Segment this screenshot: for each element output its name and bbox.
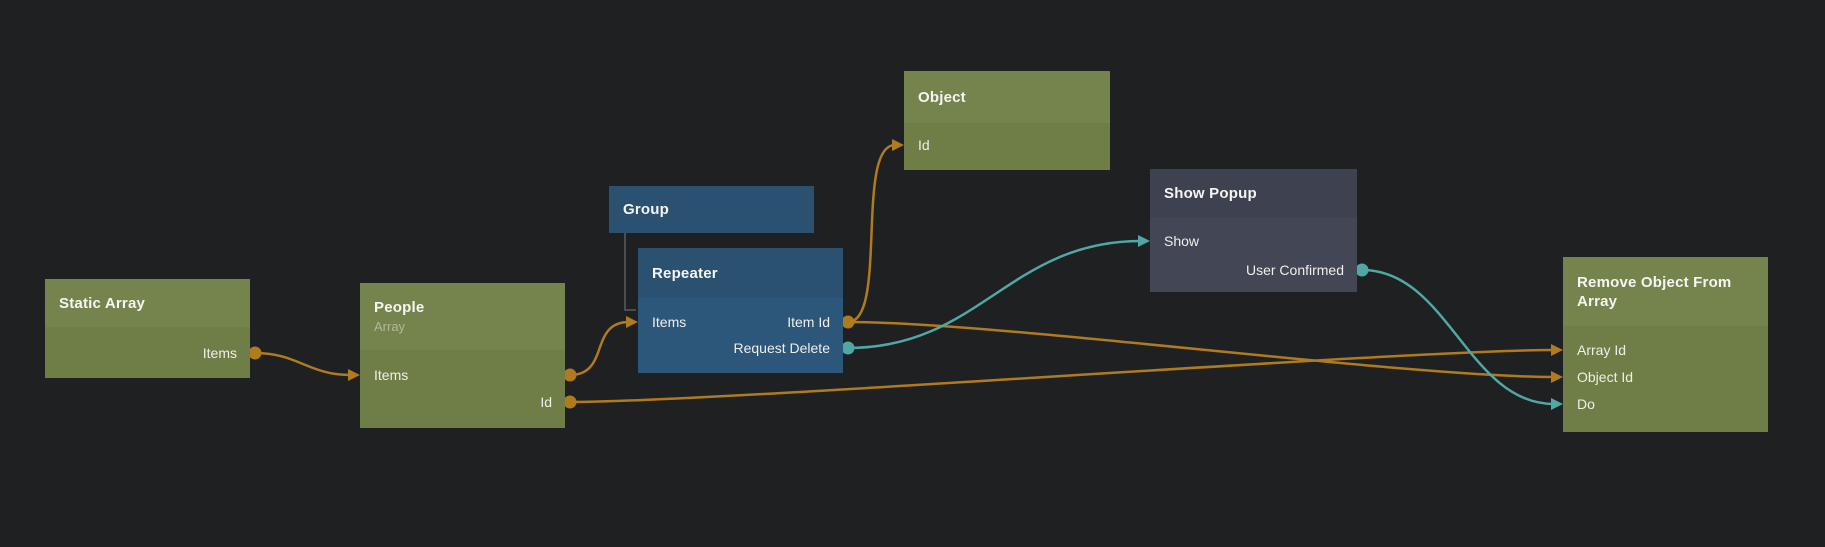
node-header-remove-object[interactable]: Remove Object From Array xyxy=(1563,257,1768,326)
node-header-group[interactable]: Group xyxy=(609,186,814,233)
port-repeater-item-id[interactable]: Item Id xyxy=(787,314,830,330)
node-title: Object xyxy=(918,88,966,106)
output-dot-repeater-item-id[interactable] xyxy=(841,315,855,329)
node-title: Repeater xyxy=(652,264,718,282)
node-header-static-array[interactable]: Static Array xyxy=(45,279,250,327)
port-people-id[interactable]: Id xyxy=(540,394,552,410)
hierarchy-line-group-repeater xyxy=(624,233,636,311)
port-show-popup-show[interactable]: Show xyxy=(1164,233,1200,249)
node-title: Remove Object From Array xyxy=(1577,273,1732,310)
output-dot-show-popup-user-confirmed[interactable] xyxy=(1355,263,1369,277)
output-dot-repeater-request-delete[interactable] xyxy=(841,341,855,355)
port-remove-object-object-id[interactable]: Object Id xyxy=(1577,369,1634,385)
node-subtitle: Array xyxy=(374,319,406,334)
wire-repeater-request-delete--show-popup-show[interactable] xyxy=(846,239,1143,350)
node-title: Static Array xyxy=(59,294,146,312)
wire-repeater-item-id--remove-object-object-id[interactable] xyxy=(846,320,1556,379)
port-people-items[interactable]: Items xyxy=(374,367,409,383)
input-arrow-show-popup-show[interactable] xyxy=(1138,235,1150,247)
wire-static-array-items--people-items[interactable] xyxy=(253,351,353,377)
node-group[interactable]: Group xyxy=(609,186,814,233)
port-repeater-request-delete[interactable]: Request Delete xyxy=(733,340,830,356)
wire-show-popup-user-confirmed--remove-object-do[interactable] xyxy=(1360,268,1556,406)
output-dot-static-array-items[interactable] xyxy=(248,346,262,360)
node-header-show-popup[interactable]: Show Popup xyxy=(1150,169,1357,218)
port-remove-object-array-id[interactable]: Array Id xyxy=(1577,342,1627,358)
input-arrow-remove-object-object-id[interactable] xyxy=(1551,371,1563,383)
input-arrow-object-id[interactable] xyxy=(892,139,904,151)
output-dot-people-id[interactable] xyxy=(563,395,577,409)
node-title: Group xyxy=(623,201,669,218)
node-header-object[interactable]: Object xyxy=(904,71,1110,123)
input-arrow-remove-object-array-id[interactable] xyxy=(1551,344,1563,356)
node-title: People xyxy=(374,299,425,316)
input-arrow-people-items[interactable] xyxy=(348,369,360,381)
port-static-array-items[interactable]: Items xyxy=(202,345,237,361)
output-dot-people-items[interactable] xyxy=(563,368,577,382)
port-object-id[interactable]: Id xyxy=(918,137,930,153)
port-remove-object-do[interactable]: Do xyxy=(1577,396,1595,412)
wire-people-items--repeater-items[interactable] xyxy=(568,320,631,377)
input-arrow-repeater-items[interactable] xyxy=(626,316,638,328)
port-show-popup-user-confirmed[interactable]: User Confirmed xyxy=(1245,262,1344,278)
input-arrow-remove-object-do[interactable] xyxy=(1551,398,1563,410)
port-repeater-items[interactable]: Items xyxy=(652,314,687,330)
node-header-repeater[interactable]: Repeater xyxy=(638,248,843,298)
node-title: Show Popup xyxy=(1164,185,1257,202)
wire-repeater-item-id--object-id[interactable] xyxy=(846,143,897,324)
